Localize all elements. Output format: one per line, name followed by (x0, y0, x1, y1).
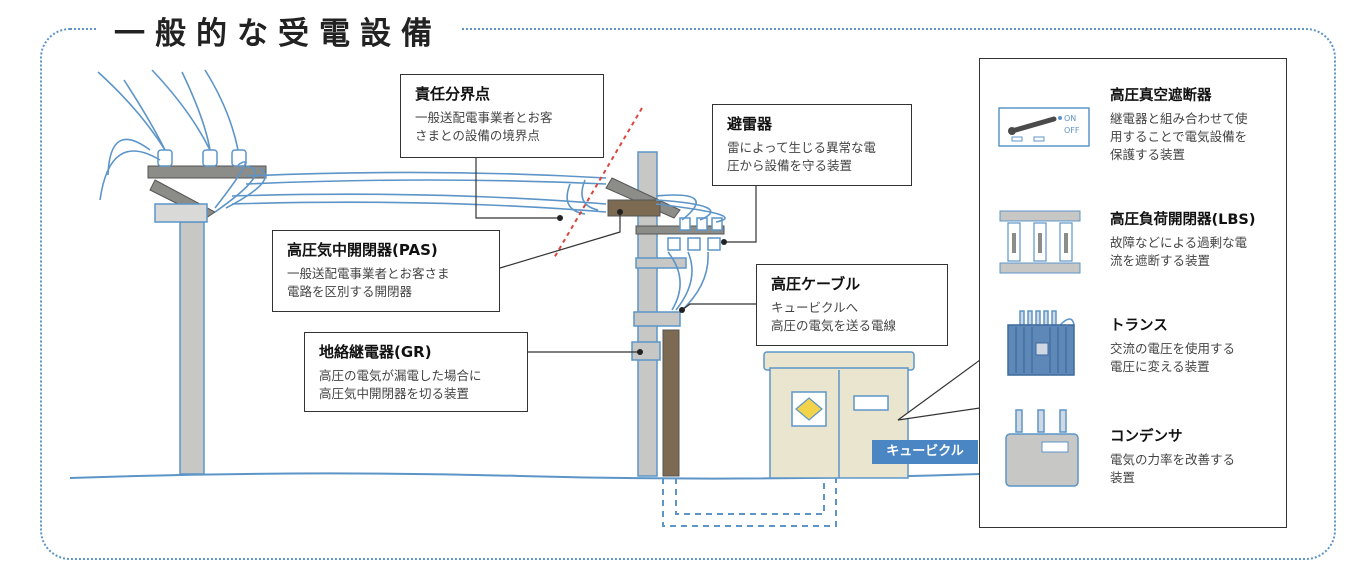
gr-relay (631, 341, 661, 361)
leader-lines (475, 158, 757, 353)
callout-desc: 高圧の電気を送る電線 (771, 318, 897, 333)
callout-high-voltage-cable: 高圧ケーブル キュービクルへ 高圧の電気を送る電線 (756, 264, 948, 346)
switch-off-label: OFF (1064, 126, 1080, 135)
callout-title: 高圧ケーブル (771, 275, 861, 293)
panel-item-transformer: トランス 交流の電圧を使用する 電圧に変える装置 (1110, 317, 1280, 376)
callout-desc: さまとの設備の境界点 (415, 128, 540, 143)
callout-desc: 一般送配電事業者とお客さま (287, 266, 450, 281)
callout-title: 避雷器 (727, 115, 773, 133)
switch-on-label: ON (1064, 114, 1076, 123)
panel-item-capacitor: コンデンサ 電気の力率を改善する 装置 (1110, 428, 1280, 487)
panel-item-desc: 流を遮断する装置 (1110, 253, 1211, 268)
transformer-icon (998, 309, 1084, 383)
cubicle-label: キュービクル (872, 440, 978, 464)
panel-item-desc: 継電器と組み合わせて使 (1110, 111, 1248, 126)
callout-title: 地絡継電器(GR) (319, 343, 432, 361)
distribution-lines (231, 171, 607, 215)
capacitor-icon (998, 404, 1084, 498)
callout-desc: 高圧気中開閉器を切る装置 (319, 386, 470, 401)
callout-desc: 圧から設備を守る装置 (727, 158, 853, 173)
page-title: 一般的な受電設備 (96, 14, 460, 54)
pas-switch (607, 199, 661, 217)
panel-item-lbs: 高圧負荷開閉器(LBS) 故障などによる過剰な電 流を遮断する装置 (1110, 211, 1280, 270)
panel-item-desc: 用することで電気設備を (1110, 129, 1248, 144)
panel-item-desc: 電圧に変える装置 (1110, 359, 1210, 374)
equipment-panel: ON OFF 高圧真空遮断器 継電器と組み合わせて使 用することで電気設備を 保… (979, 58, 1287, 528)
callout-ground-relay: 地絡継電器(GR) 高圧の電気が漏電した場合に 高圧気中開閉器を切る装置 (304, 332, 528, 412)
high-voltage-cable (662, 329, 680, 477)
panel-item-desc: 電気の力率を改善する (1110, 452, 1236, 467)
callout-desc: 高圧の電気が漏電した場合に (319, 368, 482, 383)
callout-desc: 一般送配電事業者とお客 (415, 110, 553, 125)
callout-pas: 高圧気中開閉器(PAS) 一般送配電事業者とお客さま 電路を区別する開閉器 (272, 230, 500, 312)
panel-item-desc: 故障などによる過剰な電 (1110, 235, 1248, 250)
panel-item-title: コンデンサ (1110, 429, 1183, 445)
callout-responsibility-point: 責任分界点 一般送配電事業者とお客 さまとの設備の境界点 (400, 74, 604, 158)
panel-item-vcb: 高圧真空遮断器 継電器と組み合わせて使 用することで電気設備を 保護する装置 (1110, 87, 1280, 164)
switch-icon: ON OFF (998, 107, 1090, 151)
callout-desc: 雷によって生じる異常な電 (727, 140, 877, 155)
utility-pole-right (605, 151, 726, 477)
panel-item-title: 高圧真空遮断器 (1110, 88, 1212, 104)
panel-item-desc: 保護する装置 (1110, 147, 1186, 162)
callout-title: 高圧気中開閉器(PAS) (287, 241, 438, 259)
callout-desc: 電路を区別する開閉器 (287, 284, 413, 299)
diagram-frame (40, 28, 1336, 560)
callout-desc: キュービクルへ (771, 300, 859, 315)
callout-title: 責任分界点 (415, 85, 491, 103)
underground-cable (662, 478, 837, 527)
panel-item-title: 高圧負荷開閉器(LBS) (1110, 212, 1256, 228)
lbs-icon (998, 209, 1082, 279)
panel-item-desc: 装置 (1110, 470, 1136, 485)
callout-lightning-arrester: 避雷器 雷によって生じる異常な電 圧から設備を守る装置 (712, 104, 912, 186)
utility-pole-left (97, 69, 267, 475)
boundary-dotted-line (553, 107, 643, 259)
panel-item-desc: 交流の電圧を使用する (1110, 341, 1236, 356)
panel-item-title: トランス (1110, 318, 1168, 334)
